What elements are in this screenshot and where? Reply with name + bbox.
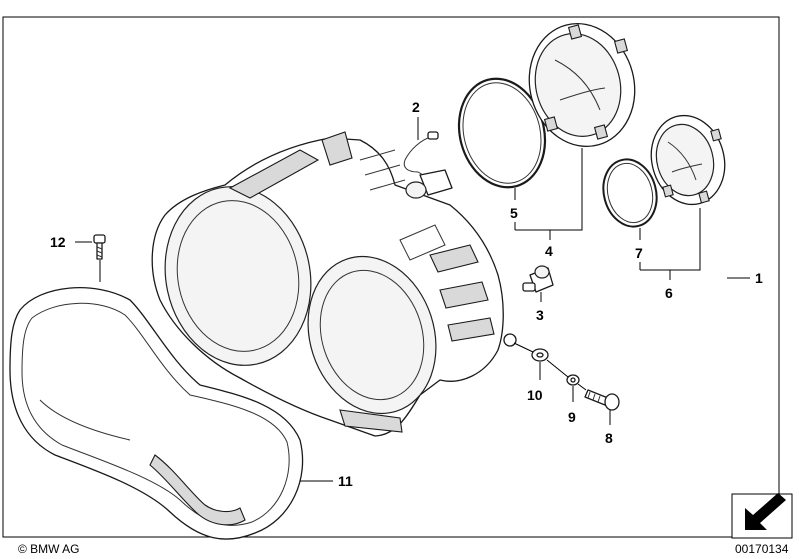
part-12-screw[interactable] [93, 234, 106, 260]
headlight-housing[interactable] [149, 131, 517, 437]
part-7-small-seal-ring[interactable] [596, 153, 664, 232]
callout-2: 2 [412, 99, 420, 115]
small-reflector-cap[interactable] [642, 107, 735, 213]
leader-6 [640, 208, 701, 271]
part-3-bulb-socket[interactable] [522, 265, 554, 293]
callout-9: 9 [568, 409, 576, 425]
diagram-frame [2, 16, 780, 538]
callout-6: 6 [665, 285, 673, 301]
part-9-small-washer[interactable] [566, 374, 580, 386]
callout-3: 3 [536, 307, 544, 323]
callout-10: 10 [527, 387, 543, 403]
callout-5: 5 [510, 205, 518, 221]
callout-7: 7 [635, 245, 643, 261]
leader-4 [515, 148, 583, 231]
left-lens [164, 186, 312, 366]
callout-12: 12 [50, 234, 66, 250]
arrow-icon[interactable] [731, 493, 793, 539]
part-10-washer[interactable] [531, 348, 549, 362]
part-2-bulb[interactable] [403, 131, 453, 199]
part-11-trim-frame[interactable] [9, 287, 304, 540]
callout-4: 4 [545, 243, 553, 259]
part-8-bolt[interactable] [584, 389, 620, 411]
copyright-text: © BMW AG [18, 542, 80, 556]
callout-8: 8 [605, 430, 613, 446]
callout-1: 1 [755, 270, 763, 286]
right-lens [307, 255, 437, 415]
large-reflector-cap[interactable] [516, 12, 649, 159]
copyright-mark: © BMW AG [18, 542, 80, 556]
callout-11: 11 [338, 473, 353, 489]
diagram-number: 00170134 [735, 542, 789, 556]
